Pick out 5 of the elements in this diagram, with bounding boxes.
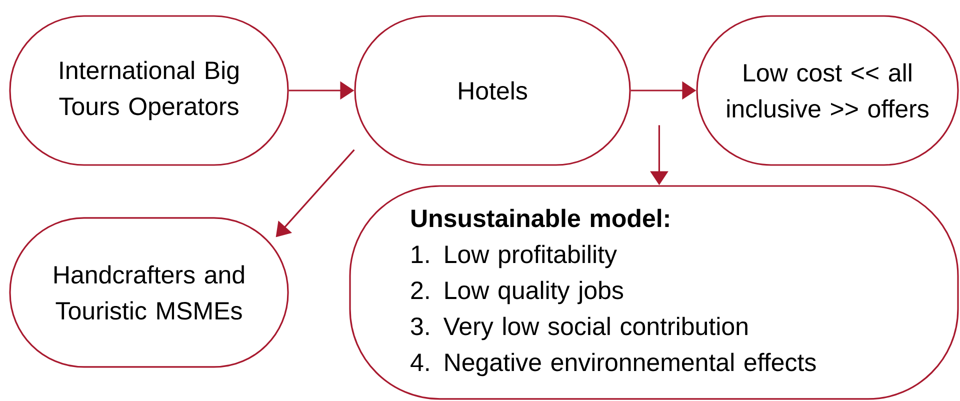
model-box: Unsustainable model: 1. Low profitability 2. Low quality jobs 3. Very low social contribution 4. Negative environnemental effects <box>349 185 959 400</box>
rounded-box: Hotels <box>354 15 631 166</box>
rounded-box: Low cost << all inclusive >> offers <box>696 15 959 166</box>
rounded-box: International Big Tours Operators <box>9 15 289 166</box>
rounded-box: Handcrafters and Touristic MSMEs <box>9 217 289 368</box>
